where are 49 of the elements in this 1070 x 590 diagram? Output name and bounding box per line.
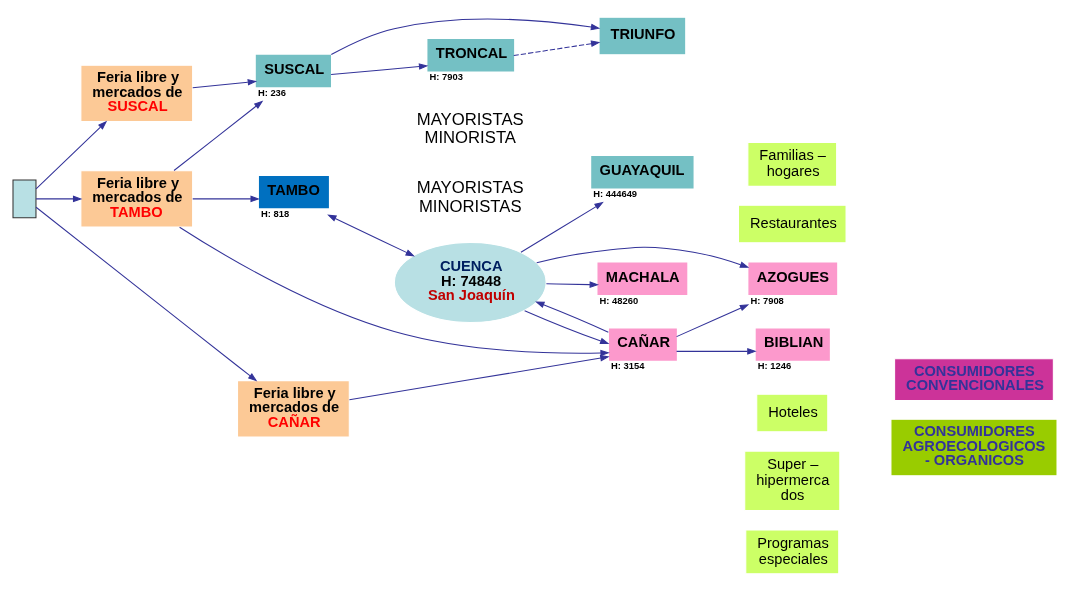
arrow bbox=[524, 309, 610, 344]
node-label: H: 818 bbox=[261, 207, 290, 219]
node-label: H: 444649 bbox=[593, 187, 638, 199]
arrow bbox=[535, 300, 609, 333]
arrow bbox=[545, 280, 599, 288]
arrow bbox=[327, 214, 415, 256]
node-box: Feria libre y mercados de SUSCAL bbox=[80, 64, 194, 122]
arrow bbox=[520, 201, 604, 253]
arrow bbox=[536, 246, 750, 268]
arrow bbox=[676, 347, 757, 355]
arrow bbox=[513, 39, 601, 56]
node-box: MACHALA bbox=[597, 262, 688, 295]
node-box bbox=[12, 179, 37, 218]
arrow bbox=[676, 303, 750, 337]
label: MAYORISTAS MINORISTA bbox=[416, 109, 524, 147]
arrow bbox=[173, 100, 264, 171]
node-label: H: 1246 bbox=[757, 359, 792, 371]
arrow bbox=[35, 120, 108, 189]
node-box: Feria libre y mercados de CAÑAR bbox=[237, 379, 350, 438]
arrow bbox=[35, 195, 83, 202]
node-box: CONSUMIDORES AGROECOLOGICOS - ORGANICOS bbox=[890, 418, 1058, 476]
node-box: TRIUNFO bbox=[598, 16, 687, 55]
arrow bbox=[348, 354, 610, 400]
arrow bbox=[35, 206, 258, 381]
arrow bbox=[330, 62, 429, 75]
node-label: H: 48260 bbox=[599, 294, 639, 306]
node-box: CONSUMIDORES CONVENCIONALES bbox=[894, 357, 1054, 401]
arrow bbox=[330, 18, 601, 55]
node-label: H: 236 bbox=[257, 86, 287, 98]
node-box: BIBLIAN bbox=[755, 327, 830, 361]
node-label: H: 3154 bbox=[611, 359, 645, 371]
arrow bbox=[179, 226, 610, 356]
node-box: TAMBO bbox=[258, 175, 329, 208]
node-box: GUAYAQUIL bbox=[591, 155, 694, 188]
node-box: Feria libre y mercados de TAMBO bbox=[80, 169, 194, 228]
node-box: Restaurantes bbox=[737, 204, 847, 243]
node-label: H: 7908 bbox=[750, 294, 784, 306]
label: MAYORISTAS MINORISTAS bbox=[416, 177, 524, 216]
node-label: H: 7903 bbox=[429, 70, 463, 82]
node-box: TRONCAL bbox=[427, 38, 515, 71]
node-box: Hoteles bbox=[756, 393, 829, 432]
node-box: Familias – hogares bbox=[747, 141, 838, 187]
node-box: Super – hipermerca dos bbox=[744, 450, 841, 511]
node-box: CAÑAR bbox=[608, 327, 677, 361]
node-box: Programas especiales bbox=[745, 528, 840, 574]
arrow bbox=[192, 195, 260, 202]
arrow bbox=[192, 78, 258, 88]
node-box: AZOGUES bbox=[748, 262, 838, 295]
node-box: SUSCAL bbox=[255, 54, 331, 87]
